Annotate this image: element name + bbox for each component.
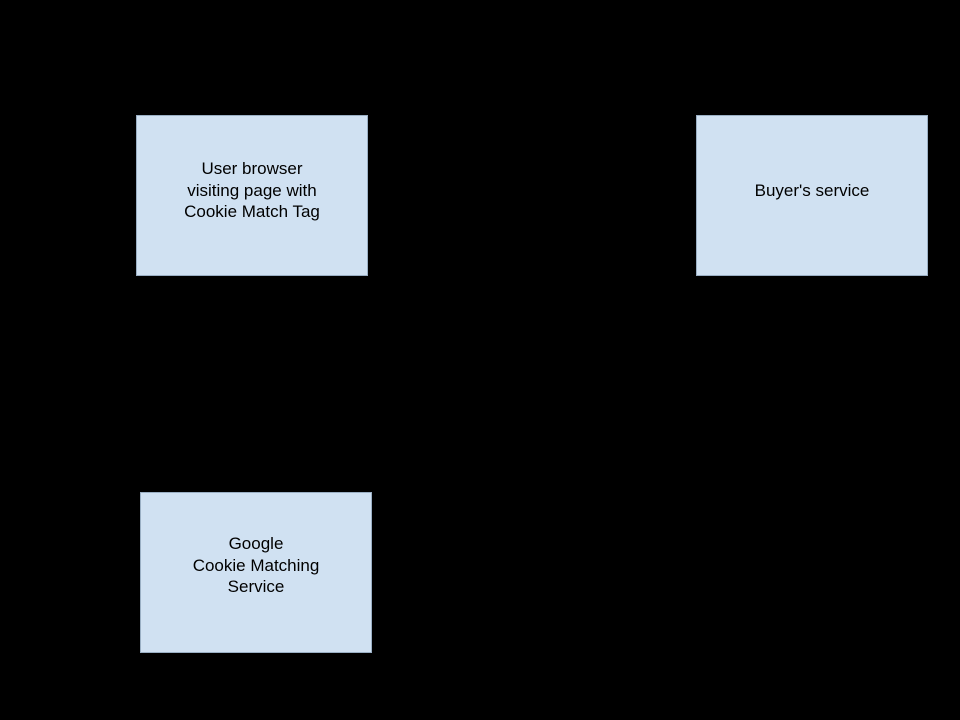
node-buyer-service[interactable]: Buyer's service — [696, 115, 928, 276]
node-google-cookie-matching-service[interactable]: Google Cookie Matching Service — [140, 492, 372, 653]
node-google-cookie-matching-service-label: Google Cookie Matching Service — [192, 534, 320, 596]
node-buyer-service-label: Buyer's service — [754, 181, 870, 200]
node-user-browser[interactable]: User browser visiting page with Cookie M… — [136, 115, 368, 276]
node-user-browser-label: User browser visiting page with Cookie M… — [184, 159, 320, 221]
